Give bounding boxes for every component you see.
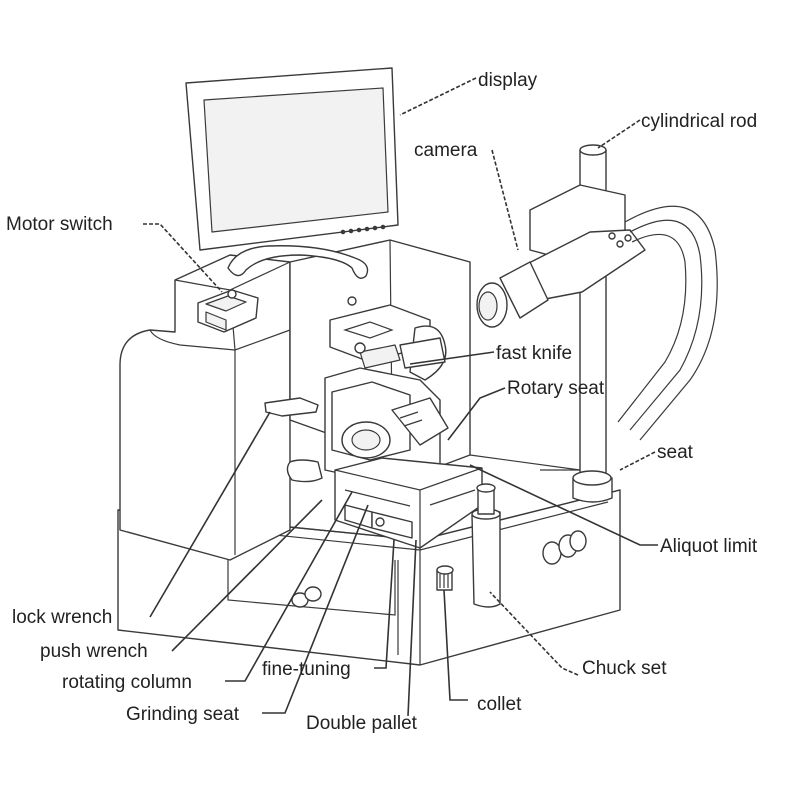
chuck-set-part xyxy=(471,483,501,608)
label-rotating-column: rotating column xyxy=(62,672,192,693)
leader-fast-knife xyxy=(409,351,495,365)
labels: display cylindrical rod camera Motor swi… xyxy=(6,70,758,734)
leader-cylindrical-rod xyxy=(597,119,641,149)
leader-aliquot-limit xyxy=(469,464,658,546)
fast-knife-part xyxy=(329,296,447,381)
leader-rotating-column xyxy=(225,491,353,682)
leader-camera xyxy=(491,149,519,251)
monitor-stand xyxy=(227,245,369,279)
machine-illustration xyxy=(117,67,718,666)
leader-grinding-seat xyxy=(262,504,369,714)
label-fine-tuning: fine-tuning xyxy=(262,659,351,680)
display-monitor xyxy=(185,67,399,251)
label-double-pallet: Double pallet xyxy=(306,713,418,734)
camera-cables xyxy=(617,205,718,441)
motor-switch-part xyxy=(197,289,259,333)
camera-part xyxy=(476,229,646,328)
grinding-seat-part xyxy=(334,457,483,549)
label-aliquot-limit: Aliquot limit xyxy=(660,536,758,557)
label-motor-switch: Motor switch xyxy=(6,214,113,235)
label-chuck-set: Chuck set xyxy=(582,658,667,679)
label-collet: collet xyxy=(477,694,522,715)
leader-push-wrench xyxy=(171,499,323,652)
label-rotary-seat: Rotary seat xyxy=(507,378,605,399)
label-display: display xyxy=(478,70,538,91)
leader-fine-tuning xyxy=(374,539,395,669)
label-lock-wrench: lock wrench xyxy=(12,607,112,628)
label-seat: seat xyxy=(657,442,694,463)
left-housing xyxy=(119,254,291,561)
drawer-knob xyxy=(291,586,322,608)
leader-lock-wrench xyxy=(149,411,271,618)
aliquot-limit-part xyxy=(542,530,587,565)
leader-collet xyxy=(443,589,468,701)
rotary-seat-part xyxy=(324,367,449,483)
collet-part xyxy=(436,565,454,591)
label-cylindrical-rod: cylindrical rod xyxy=(641,111,757,132)
leader-lines xyxy=(143,77,658,717)
leader-motor-switch xyxy=(143,223,223,293)
leader-seat xyxy=(619,451,656,471)
leader-double-pallet xyxy=(407,539,417,717)
leader-rotary-seat xyxy=(447,387,506,441)
label-fast-knife: fast knife xyxy=(496,343,572,364)
leader-display xyxy=(399,77,477,116)
lock-wrench-part xyxy=(264,397,323,483)
label-push-wrench: push wrench xyxy=(40,641,148,662)
label-grinding-seat: Grinding seat xyxy=(126,704,240,725)
leader-chuck-set xyxy=(489,591,579,676)
label-camera: camera xyxy=(414,140,478,161)
